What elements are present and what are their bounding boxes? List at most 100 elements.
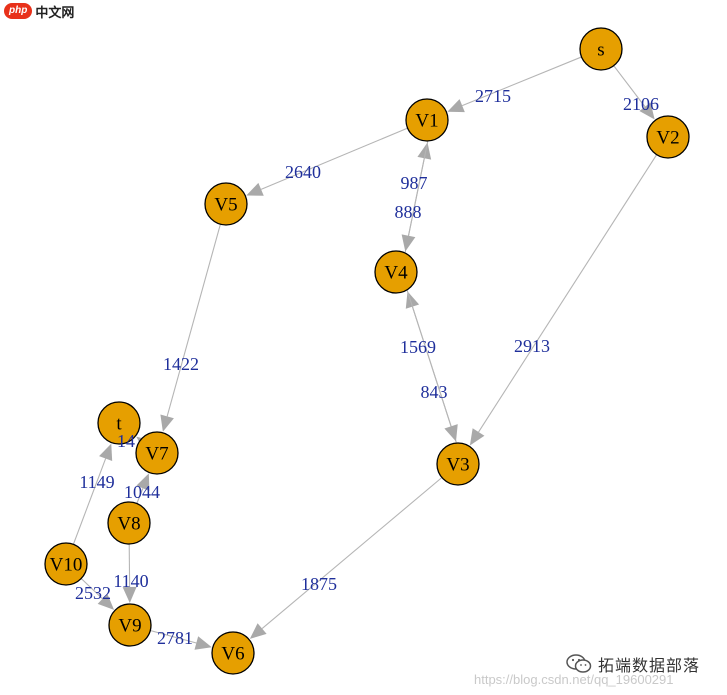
edge-V8-V7 xyxy=(136,473,150,504)
node-V9: V9 xyxy=(108,603,152,647)
node-label: V4 xyxy=(384,263,408,284)
arrow-head xyxy=(417,142,432,160)
node-label: V10 xyxy=(50,555,83,576)
wechat-watermark: 拓端数据部落 xyxy=(566,652,700,676)
edge-weight-label: 987 xyxy=(401,173,428,193)
edge-weight-label: 1569 xyxy=(400,337,436,357)
arrow-head xyxy=(97,593,115,610)
node-circle xyxy=(135,431,179,475)
edges-layer xyxy=(72,56,658,650)
node-V6: V6 xyxy=(211,631,255,675)
node-V4: V4 xyxy=(374,250,418,294)
node-label: V5 xyxy=(214,195,237,216)
edge-weight-label: 1149 xyxy=(79,472,114,492)
edge-weight-label: 1875 xyxy=(301,574,337,594)
edge-line xyxy=(72,458,107,545)
node-V7: V7 xyxy=(135,431,179,475)
arrow-head xyxy=(99,443,113,462)
edge-line xyxy=(136,488,144,504)
edge-s-V2 xyxy=(613,65,655,120)
node-circle xyxy=(204,182,248,226)
edge-V1-V5 xyxy=(246,127,408,196)
node-V2: V2 xyxy=(646,115,690,159)
node-V3: V3 xyxy=(436,442,480,486)
arrow-head xyxy=(246,182,264,196)
edge-V8-V9 xyxy=(122,543,137,604)
arrow-head xyxy=(447,99,465,113)
node-label: t xyxy=(116,414,122,435)
edge-line xyxy=(166,224,221,417)
arrow-head xyxy=(444,424,458,442)
edge-weight-label: 2640 xyxy=(285,162,321,182)
node-label: V1 xyxy=(415,111,438,132)
node-circle xyxy=(405,98,449,142)
url-watermark: https://blog.csdn.net/qq_19600291 xyxy=(474,672,674,687)
edge-weight-label: 2532 xyxy=(75,583,111,603)
node-circle xyxy=(374,250,418,294)
edge-V10-t xyxy=(72,443,113,545)
edge-weight-label: 2715 xyxy=(475,86,511,106)
node-V1: V1 xyxy=(405,98,449,142)
node-circle xyxy=(211,631,255,675)
edge-line xyxy=(406,290,452,427)
node-V8: V8 xyxy=(107,501,151,545)
node-s: s xyxy=(579,27,623,71)
node-label: V7 xyxy=(145,444,168,465)
edge-V1-V4 xyxy=(401,141,429,252)
edge-weight-label: 1044 xyxy=(124,482,160,502)
node-circle xyxy=(44,542,88,586)
node-label: V9 xyxy=(118,616,141,637)
edge-V10-V9 xyxy=(80,578,115,610)
edge-line xyxy=(150,629,197,644)
edge-V5-V7 xyxy=(160,224,221,432)
edge-weight-label: 2913 xyxy=(514,336,550,356)
edge-V3-V6 xyxy=(249,477,443,639)
edge-V9-V6 xyxy=(150,629,212,650)
arrow-head xyxy=(469,428,485,446)
node-label: s xyxy=(597,40,604,61)
php-logo-text: 中文网 xyxy=(35,5,75,21)
edge-weight-label: 1422 xyxy=(163,354,199,374)
arrow-head xyxy=(136,473,150,491)
node-label: V2 xyxy=(656,128,679,149)
edge-line xyxy=(260,127,408,190)
arrow-head xyxy=(401,234,416,252)
edge-line xyxy=(478,154,658,433)
node-circle xyxy=(646,115,690,159)
node-circle xyxy=(579,27,623,71)
edge-line xyxy=(80,578,103,600)
edge-V4-V3 xyxy=(406,290,458,442)
node-circle xyxy=(107,501,151,545)
wechat-account-name: 拓端数据部落 xyxy=(598,656,701,675)
node-V10: V10 xyxy=(44,542,88,586)
arrow-head xyxy=(122,586,137,604)
edge-line xyxy=(613,65,646,108)
node-circle xyxy=(436,442,480,486)
edge-s-V1 xyxy=(447,56,582,113)
node-label: V6 xyxy=(221,644,244,665)
node-V5: V5 xyxy=(204,182,248,226)
arrow-head xyxy=(639,102,655,120)
arrow-head xyxy=(194,636,212,650)
edge-line xyxy=(261,477,443,629)
arrow-head xyxy=(160,414,174,432)
php-logo: php 中文网 xyxy=(4,2,75,21)
node-label: V8 xyxy=(117,514,140,535)
php-logo-badge: php xyxy=(4,3,33,19)
node-t: t xyxy=(97,401,141,445)
edge-weight-label: 888 xyxy=(395,202,422,222)
edge-line xyxy=(407,141,429,236)
edge-V2-V3 xyxy=(469,154,658,446)
edge-weight-label: 2106 xyxy=(623,94,659,114)
edge-line xyxy=(461,56,582,107)
node-circle xyxy=(97,401,141,445)
edge-weight-label: 1140 xyxy=(113,571,148,591)
node-label: V3 xyxy=(446,455,469,476)
arrow-head xyxy=(249,623,267,639)
edge-weight-label: 14 xyxy=(117,431,135,451)
node-circle xyxy=(108,603,152,647)
wechat-icon xyxy=(566,654,592,673)
